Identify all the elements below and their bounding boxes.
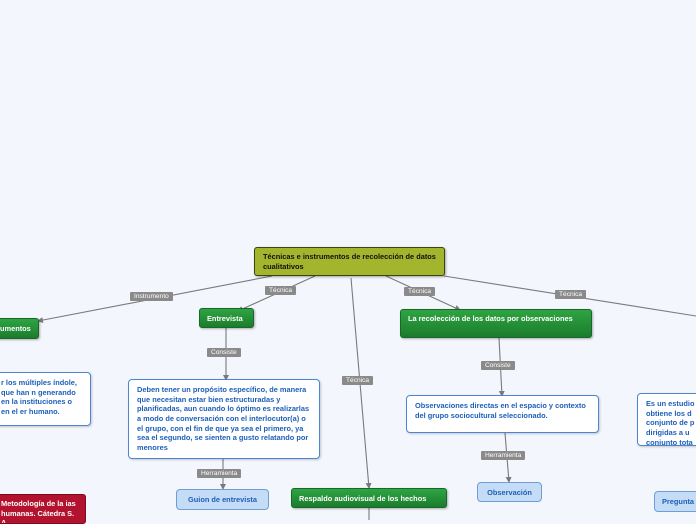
node-observaciones-description-text: Observaciones directas en el espacio y c… bbox=[415, 401, 586, 420]
node-right-description-text: Es un estudio obtiene los d conjunto de … bbox=[646, 399, 695, 446]
node-guion-entrevista[interactable]: Guion de entrevista bbox=[176, 489, 269, 510]
label-tecnica-right: Técnica bbox=[555, 290, 587, 299]
node-respaldo[interactable]: Respaldo audiovisual de los hechos bbox=[291, 488, 447, 508]
label-instrumento: Instrumento bbox=[130, 292, 173, 301]
node-entrevista[interactable]: Entrevista bbox=[199, 308, 254, 328]
node-pregunta-text: Pregunta bbox=[662, 497, 695, 506]
label-consiste-entrevista: Consiste bbox=[207, 348, 241, 357]
node-right-description[interactable]: Es un estudio obtiene los d conjunto de … bbox=[637, 393, 696, 446]
node-observacion[interactable]: Observación bbox=[477, 482, 542, 502]
node-observacion-text: Observación bbox=[487, 488, 532, 497]
label-tecnica-observaciones: Técnica bbox=[404, 287, 436, 296]
root-text: Técnicas e instrumentos de recolección d… bbox=[263, 252, 436, 271]
label-consiste-observaciones: Consiste bbox=[481, 361, 515, 370]
node-guion-entrevista-text: Guion de entrevista bbox=[188, 495, 257, 504]
root-node[interactable]: Técnicas e instrumentos de recolección d… bbox=[254, 247, 445, 276]
node-observaciones-text: La recolección de los datos por observac… bbox=[408, 314, 573, 323]
node-left-description-text: r los múltiples índole, que han n genera… bbox=[1, 378, 77, 416]
node-left-description[interactable]: r los múltiples índole, que han n genera… bbox=[0, 372, 91, 426]
node-pregunta[interactable]: Pregunta bbox=[654, 491, 696, 512]
label-tecnica-entrevista: Técnica bbox=[265, 286, 297, 295]
label-tecnica-respaldo: Técnica bbox=[342, 376, 374, 385]
label-herramienta-observacion: Herramienta bbox=[481, 451, 526, 460]
node-observaciones-description[interactable]: Observaciones directas en el espacio y c… bbox=[406, 395, 599, 433]
node-respaldo-text: Respaldo audiovisual de los hechos bbox=[299, 494, 427, 503]
node-entrevista-description-text: Deben tener un propósito específico, de … bbox=[137, 385, 310, 452]
node-entrevista-description[interactable]: Deben tener un propósito específico, de … bbox=[128, 379, 320, 459]
node-entrevista-text: Entrevista bbox=[207, 314, 243, 323]
node-observaciones[interactable]: La recolección de los datos por observac… bbox=[400, 309, 592, 338]
node-instrumentos[interactable]: umentos bbox=[0, 318, 39, 339]
node-metodologia-text: Metodología de la ias humanas. Cátedra S… bbox=[1, 499, 76, 524]
label-herramienta-entrevista: Herramienta bbox=[197, 469, 242, 478]
node-instrumentos-text: umentos bbox=[0, 324, 31, 333]
